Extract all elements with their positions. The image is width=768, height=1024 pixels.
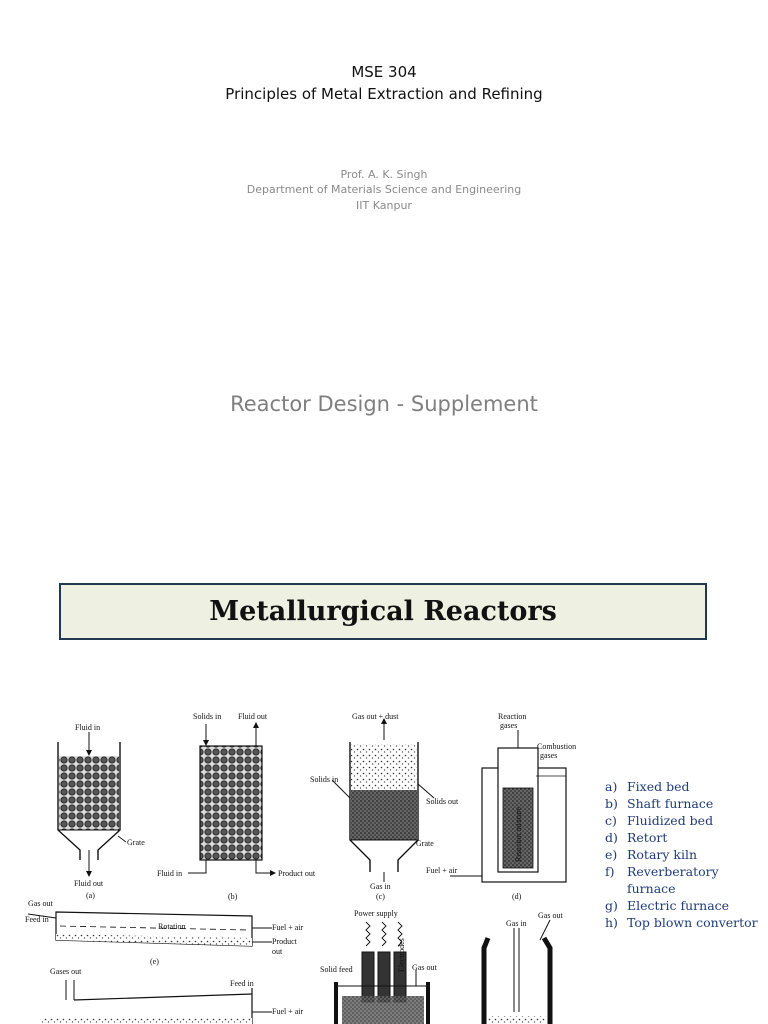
diagram-a-fixed-bed: Fluid in Grate Fluid out (a)	[57, 723, 145, 900]
g-power-supply-label: Power supply	[354, 909, 398, 918]
e-rotation-label: Rotation	[158, 922, 186, 931]
c-gas-out-dust-label: Gas out + dust	[352, 712, 399, 721]
e-fuel-air-label: Fuel + air	[272, 923, 304, 932]
list-item: a) Fixed bed	[605, 778, 759, 795]
author-department: Department of Materials Science and Engi…	[246, 183, 522, 196]
c-solids-in-label: Solids in	[310, 775, 338, 784]
b-caption: (b)	[228, 892, 238, 901]
list-marker: b)	[605, 796, 618, 811]
e-caption: (e)	[150, 957, 159, 966]
list-item: c) Fluidized bed	[605, 812, 759, 829]
h-gas-out-label: Gas out	[538, 911, 563, 920]
list-item: e) Rotary kiln	[605, 846, 759, 863]
list-item: d) Retort	[605, 829, 759, 846]
list-marker: h)	[605, 915, 618, 930]
list-label: Fixed bed	[627, 779, 690, 794]
b-fluid-out-label: Fluid out	[238, 712, 268, 721]
list-marker: a)	[605, 779, 618, 794]
list-label: Retort	[627, 830, 668, 845]
diagram-f-reverberatory-furnace: Gases out Feed in Fuel + air	[40, 967, 304, 1024]
e-gas-out-label: Gas out	[28, 899, 53, 908]
d-caption: (d)	[512, 892, 522, 901]
list-marker: g)	[605, 898, 618, 913]
c-grate-label: Grate	[416, 839, 434, 848]
list-marker: e)	[605, 847, 618, 862]
course-code: MSE 304	[351, 63, 417, 81]
g-gas-out-label: Gas out	[412, 963, 437, 972]
author-institute: IIT Kanpur	[356, 199, 412, 212]
d-combustion-gases-label: gases	[540, 751, 557, 760]
list-item: g) Electric furnace	[605, 897, 759, 914]
diagram-h-top-blown-convertor: Gas in Gas out	[481, 911, 563, 1024]
d-reaction-mixture-label: Reaction mixture	[514, 806, 523, 862]
list-item: b) Shaft furnace	[605, 795, 759, 812]
d-reaction-label: Reaction	[498, 712, 526, 721]
e-out-label: out	[272, 947, 283, 956]
b-fluid-in-label: Fluid in	[157, 869, 182, 878]
list-marker: c)	[605, 813, 617, 828]
g-electrodes-label: Electrodes	[397, 938, 406, 972]
list-marker: d)	[605, 830, 618, 845]
list-label: Reverberatory furnace	[627, 864, 719, 896]
list-item: f) Reverberatory furnace	[605, 863, 759, 897]
reactor-diagrams-figure: Fluid in Grate Fluid out (a) Solids in F…	[25, 712, 576, 1024]
f-gases-out-label: Gases out	[50, 967, 82, 976]
b-solids-in-label: Solids in	[193, 712, 221, 721]
course-title: Principles of Metal Extraction and Refin…	[225, 85, 543, 103]
diagram-c-fluidized-bed: Gas out + dust Solids in Solids out Grat…	[310, 712, 459, 901]
section-heading: Metallurgical Reactors	[209, 596, 557, 627]
list-label: Shaft furnace	[627, 796, 714, 811]
diagram-e-rotary-kiln: Gas out Feed in Rotation Fuel + air Prod…	[25, 899, 304, 966]
diagram-d-retort: Reaction gases Combustion gases Reaction…	[426, 712, 576, 901]
list-label: Fluidized bed	[627, 813, 714, 828]
c-caption: (c)	[376, 892, 385, 901]
h-gas-in-label: Gas in	[506, 919, 527, 928]
d-combustion-label: Combustion	[537, 742, 576, 751]
g-solid-feed-label: Solid feed	[320, 965, 353, 974]
d-reaction-gases-label: gases	[500, 721, 517, 730]
lecture-subtitle: Reactor Design - Supplement	[230, 392, 538, 416]
list-label: Rotary kiln	[627, 847, 698, 862]
d-fuel-air-label: Fuel + air	[426, 866, 458, 875]
section-heading-box: Metallurgical Reactors	[59, 583, 707, 640]
diagram-b-shaft-furnace: Solids in Fluid out Fluid in Product out…	[157, 712, 316, 901]
a-caption: (a)	[86, 891, 95, 900]
author-name: Prof. A. K. Singh	[340, 168, 428, 181]
list-item: h) Top blown convertor	[605, 914, 759, 931]
a-fluid-out-label: Fluid out	[74, 879, 104, 888]
list-marker: f)	[605, 864, 615, 879]
f-fuel-air-label: Fuel + air	[272, 1007, 304, 1016]
c-solids-out-label: Solids out	[426, 797, 459, 806]
a-grate-label: Grate	[127, 838, 145, 847]
c-gas-in-label: Gas in	[370, 882, 391, 891]
list-label: Top blown convertor	[627, 915, 758, 930]
e-product-label: Product	[272, 937, 298, 946]
b-product-out-label: Product out	[278, 869, 316, 878]
reactor-types-list: a) Fixed bed b) Shaft furnace c) Fluidized …	[605, 778, 759, 931]
diagram-g-electric-furnace: Power supply Electrodes Solid feed Gas o…	[320, 909, 437, 1024]
f-feed-in-label: Feed in	[230, 979, 254, 988]
a-fluid-in-label: Fluid in	[75, 723, 100, 732]
e-feed-in-label: Feed in	[25, 915, 49, 924]
list-label: Electric furnace	[627, 898, 730, 913]
